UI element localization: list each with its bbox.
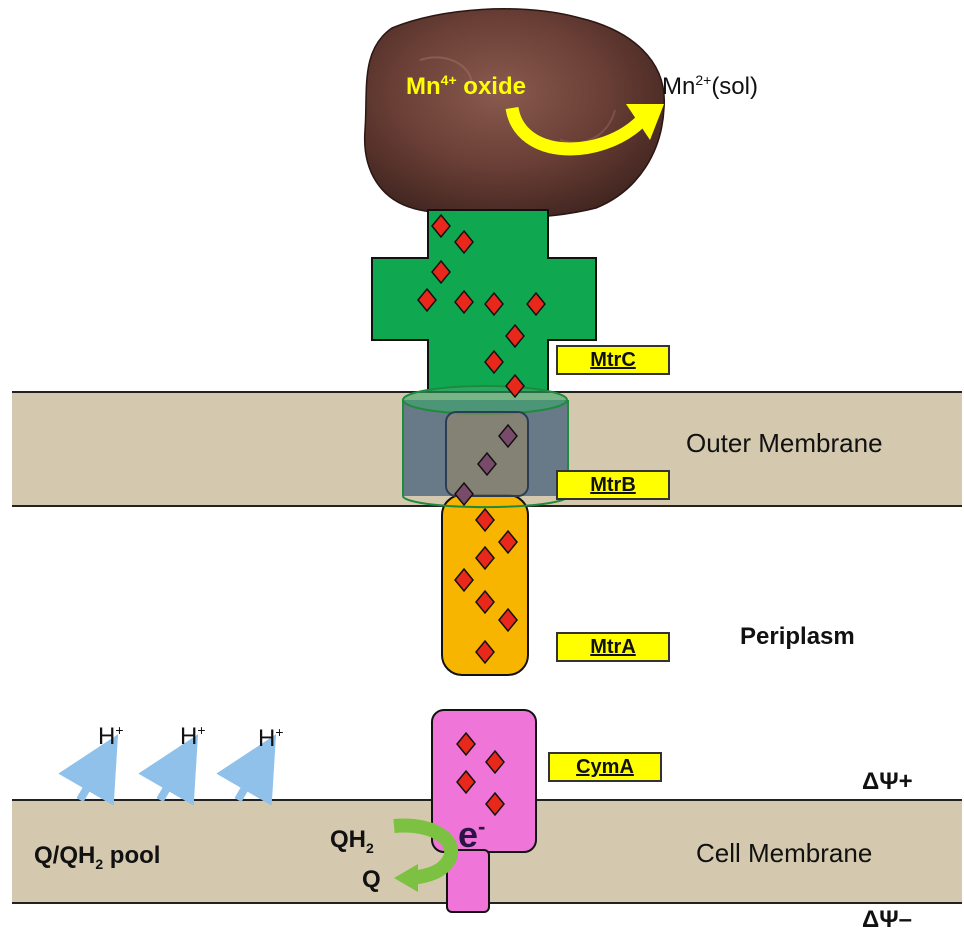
heme-diamond-3 [431, 259, 451, 285]
cyma-anchor [446, 849, 490, 913]
proton-label-1: H+ [98, 722, 124, 750]
heme-diamond-15 [498, 529, 518, 555]
qh2-label: QH2 [330, 826, 374, 856]
potential-minus-label: ΔΨ– [862, 906, 913, 933]
quinone-pool-label: Q/QH2 pool [34, 842, 161, 872]
heme-diamond-8 [505, 323, 525, 349]
heme-diamond-12 [477, 451, 497, 477]
heme-diamond-14 [475, 507, 495, 533]
reduction-arrow [505, 106, 645, 156]
outer-membrane-label: Outer Membrane [686, 428, 883, 458]
heme-diamond-22 [485, 749, 505, 775]
electron-label: e- [458, 814, 486, 855]
proton-arrow-2 [138, 734, 199, 806]
proton-arrow-1 [58, 734, 119, 806]
proton-arrow-3 [216, 734, 277, 806]
mtrc-label: MtrC [556, 345, 670, 375]
heme-diamond-24 [485, 791, 505, 817]
mn2-sol-label: Mn2+(sol) [662, 72, 758, 100]
heme-diamond-5 [454, 289, 474, 315]
heme-diamond-20 [475, 639, 495, 665]
heme-diamond-19 [498, 607, 518, 633]
periplasm-label: Periplasm [740, 623, 855, 650]
heme-diamond-18 [475, 589, 495, 615]
heme-diamond-10 [505, 373, 525, 399]
mtrb-barrel [402, 385, 569, 509]
reduction-arrowhead [626, 104, 664, 140]
heme-diamond-21 [456, 731, 476, 757]
heme-diamond-16 [475, 545, 495, 571]
heme-diamond-1 [431, 213, 451, 239]
quinone-arrow [393, 818, 459, 885]
heme-diamond-13 [454, 481, 474, 507]
heme-diamond-9 [484, 349, 504, 375]
heme-diamond-17 [454, 567, 474, 593]
heme-diamond-4 [417, 287, 437, 313]
heme-diamond-2 [454, 229, 474, 255]
heme-groups [417, 213, 546, 817]
mtrb-label: MtrB [556, 470, 670, 500]
q-label: Q [362, 866, 381, 893]
mn4-oxide-label: Mn4+ oxide [406, 72, 526, 100]
proton-label-3: H+ [258, 724, 284, 752]
cyma-label: CymA [548, 752, 662, 782]
proton-label-2: H+ [180, 722, 206, 750]
quinone-arrowhead [394, 864, 418, 892]
heme-diamond-6 [484, 291, 504, 317]
mtra-label: MtrA [556, 632, 670, 662]
potential-plus-label: ΔΨ+ [862, 768, 913, 795]
heme-diamond-7 [526, 291, 546, 317]
heme-diamond-11 [498, 423, 518, 449]
cell-membrane-label: Cell Membrane [696, 838, 873, 868]
heme-diamond-23 [456, 769, 476, 795]
